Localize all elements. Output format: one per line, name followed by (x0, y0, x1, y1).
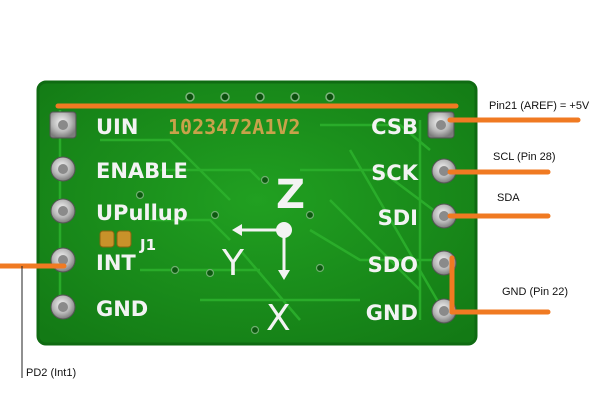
axis-diagram (232, 222, 292, 280)
annotation-gnd: GND (Pin 22) (502, 286, 569, 298)
pin-label-enable: ENABLE (96, 159, 188, 183)
axis-label-z: Z (276, 172, 305, 218)
annotation-csb: Pin21 (AREF) = +5V (489, 100, 590, 112)
pin-label-upullup: UPullup (96, 201, 188, 225)
pin-label-uin: UIN (96, 115, 138, 139)
top-vias (185, 92, 335, 102)
axis-label-y: Y (221, 243, 245, 284)
axis-label-x: X (266, 298, 291, 339)
annotation-int: PD2 (Int1) (26, 367, 77, 379)
pin-label-sdo: SDO (368, 253, 418, 277)
pin-label-sdi: SDI (378, 206, 418, 230)
jumper-j1 (99, 230, 132, 248)
pin-label-csb: CSB (371, 115, 418, 139)
annotation-wires (0, 103, 581, 315)
pin-label-sck: SCK (371, 161, 419, 185)
pcb-board (36, 80, 478, 346)
pcb-traces (58, 110, 442, 321)
pin-label-gnd-left: GND (96, 297, 148, 321)
part-number: 1023472A1V2 (168, 115, 300, 139)
pin-label-gnd-right: GND (366, 301, 418, 325)
board-vias (135, 175, 325, 335)
pin-label-int: INT (96, 251, 136, 275)
annotation-sck: SCL (Pin 28) (493, 151, 556, 163)
annotation-sdi: SDA (497, 192, 520, 204)
jumper-label: J1 (139, 236, 156, 254)
